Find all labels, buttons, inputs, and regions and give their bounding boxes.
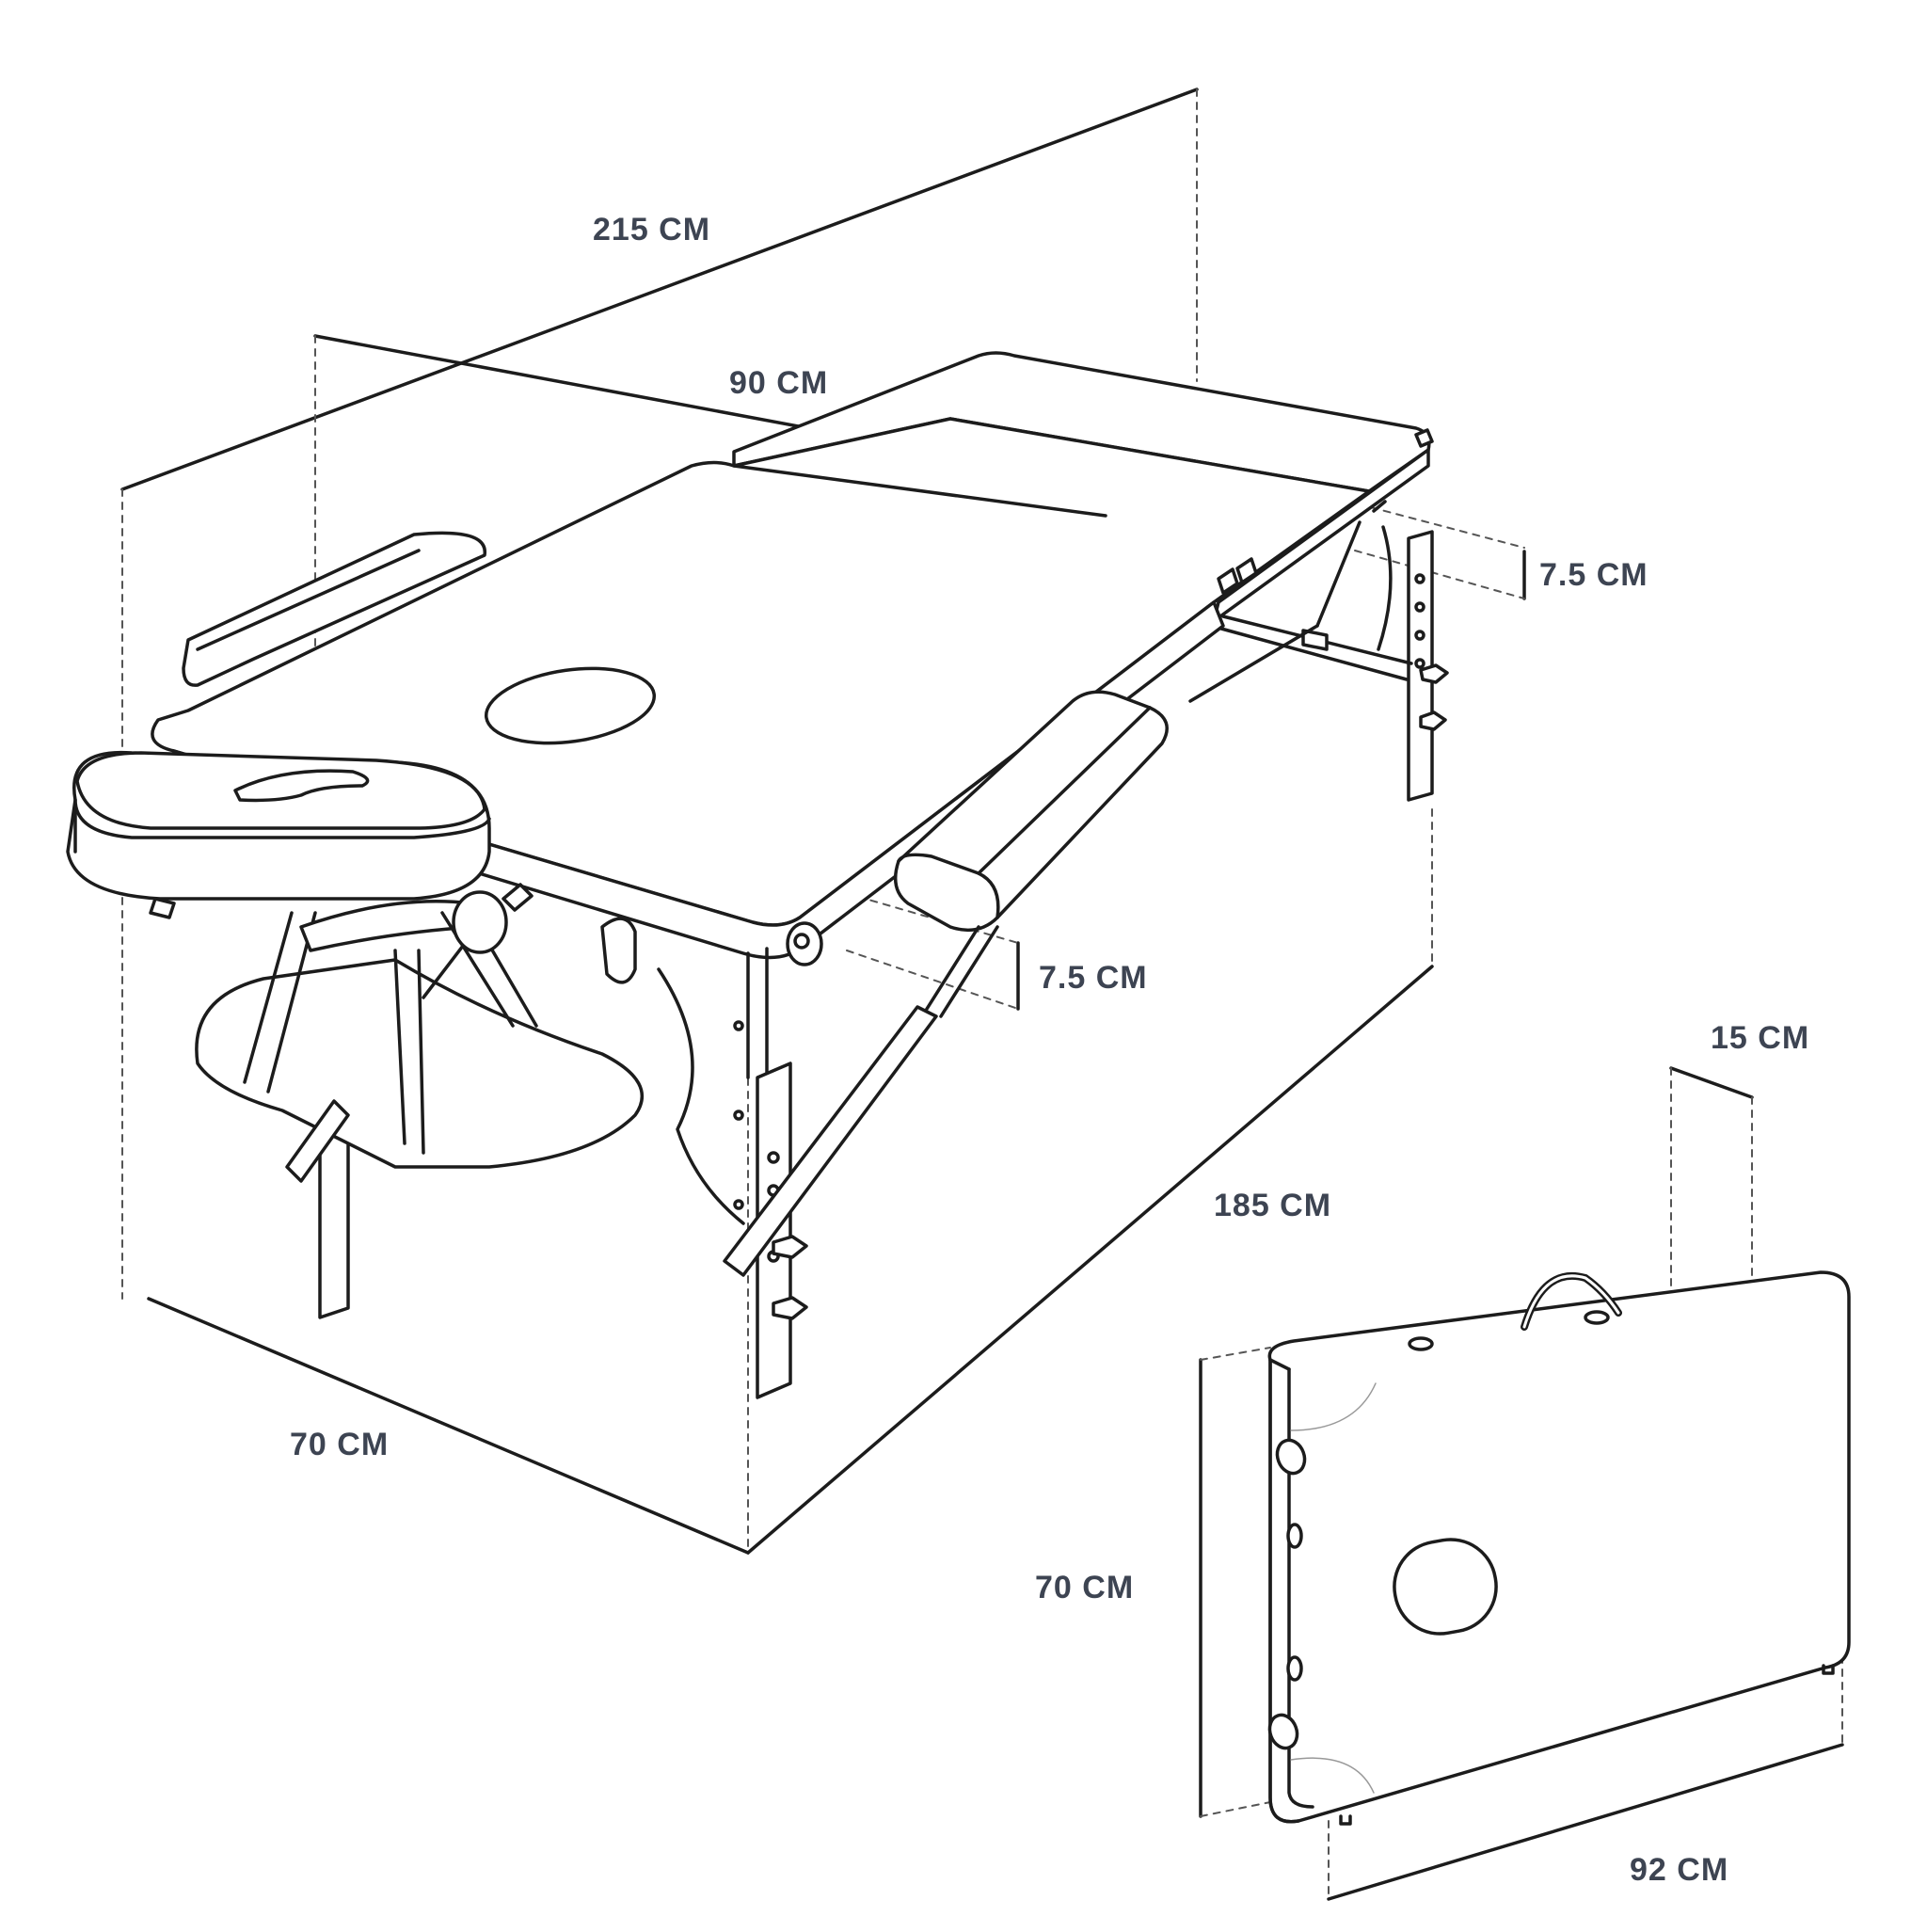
table-body-length-label: 185 CM bbox=[1214, 1188, 1332, 1223]
front-armrest bbox=[893, 690, 1169, 1018]
table-length-label: 215 CM bbox=[593, 212, 711, 247]
width-guide-line bbox=[147, 1297, 750, 1555]
face-hole bbox=[484, 666, 657, 745]
table-width-label: 70 CM bbox=[290, 1427, 390, 1462]
front-armrest-cushion bbox=[893, 690, 1169, 933]
back-leg-knob-lower bbox=[1419, 711, 1447, 731]
body-length-guide-line bbox=[746, 965, 1434, 1555]
headrest-knob bbox=[452, 890, 508, 954]
folded-case-panel bbox=[1267, 1270, 1851, 1824]
table-fold-line bbox=[732, 464, 1107, 518]
back-armrest-drop-label: 7.5 CM bbox=[1539, 557, 1648, 593]
hanger-hook bbox=[600, 917, 637, 984]
dashed-folded-top bbox=[1200, 1347, 1271, 1361]
back-crossbar-lower bbox=[1219, 627, 1409, 681]
front-leg-knob-lower bbox=[772, 1296, 808, 1320]
headrest-assembly bbox=[66, 750, 823, 1183]
folded-height-label: 70 CM bbox=[1035, 1570, 1135, 1605]
back-leg-knob-upper bbox=[1419, 663, 1449, 684]
tension-cable bbox=[1188, 624, 1319, 703]
folded-length-guide-line bbox=[1327, 1743, 1844, 1901]
length-guide-line bbox=[120, 88, 1199, 491]
storage-shelf bbox=[195, 958, 645, 1169]
dashed-folded-bottom bbox=[1200, 1801, 1271, 1817]
thickness-guide-line bbox=[1669, 1066, 1754, 1099]
folded-case bbox=[1267, 1270, 1851, 1826]
dashed-back-armrest-bottom bbox=[1354, 550, 1525, 599]
front-leg-knob-upper bbox=[772, 1235, 808, 1259]
back-armrest bbox=[182, 531, 486, 687]
front-armrest-drop-label: 7.5 CM bbox=[1039, 960, 1148, 996]
table-height-label: 90 CM bbox=[729, 365, 829, 401]
back-armrest-cushion bbox=[182, 531, 486, 687]
front-diagonal-brace bbox=[723, 1005, 938, 1277]
dashed-front-armrest-bottom bbox=[846, 950, 1019, 1010]
case-face-hole bbox=[1393, 1538, 1498, 1636]
face-cradle-opening bbox=[233, 769, 370, 803]
back-leg-assembly bbox=[1188, 500, 1449, 802]
folded-length-label: 92 CM bbox=[1630, 1852, 1729, 1888]
folded-thickness-label: 15 CM bbox=[1711, 1020, 1810, 1056]
back-cable bbox=[1315, 520, 1362, 628]
dimension-guides bbox=[120, 88, 1844, 1901]
